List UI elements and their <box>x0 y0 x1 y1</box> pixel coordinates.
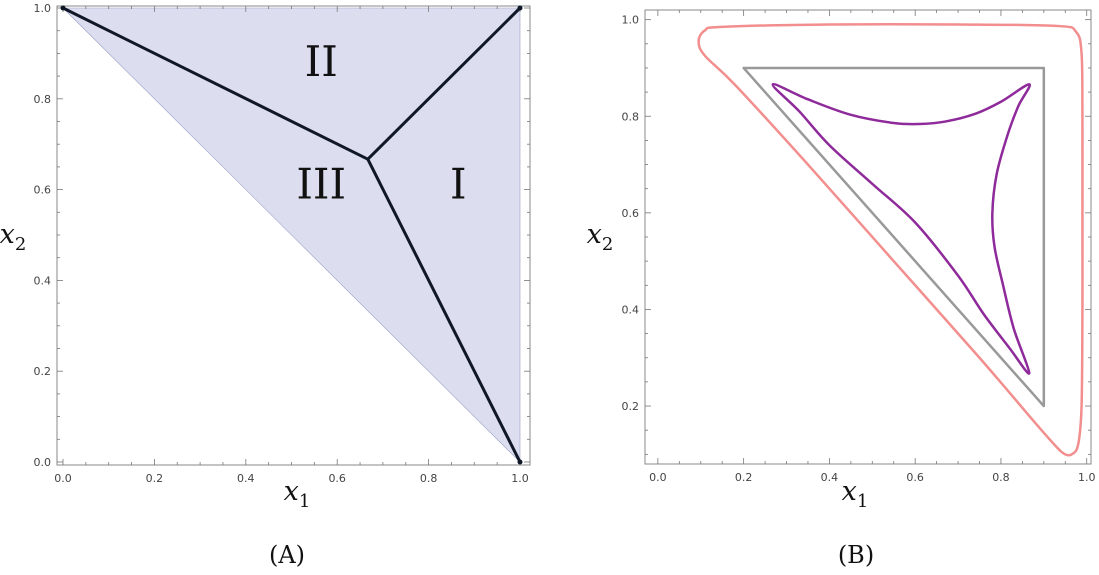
y-tick-label: 0.4 <box>622 303 640 316</box>
x-tick-label: 0.4 <box>237 472 255 485</box>
x-axis-label: x1 <box>284 476 311 512</box>
y-tick-label: 0.2 <box>34 365 52 378</box>
panel-caption: (B) <box>838 541 874 569</box>
x-tick-label: 0.2 <box>735 471 753 484</box>
x-tick-label: 0.4 <box>821 471 839 484</box>
series-line-0 <box>697 22 1084 457</box>
series-line-2 <box>771 82 1031 375</box>
y-tick-label: 0.2 <box>622 400 640 413</box>
x-tick-label: 0.8 <box>420 472 438 485</box>
x-tick-label: 0.2 <box>146 472 164 485</box>
chart-panel-1: 0.0 0.2 0.4 0.6 0.8 1.0 0.2 0.4 0.6 0.8 1.0 x1 x2 (B) <box>587 9 1096 569</box>
y-tick-label: 0.6 <box>622 207 640 220</box>
y-tick-label: 0.8 <box>622 110 640 123</box>
vertex-point <box>517 459 523 465</box>
x-axis-label: x1 <box>842 476 869 512</box>
series-line-1 <box>366 6 522 161</box>
series-line-1 <box>742 66 1046 408</box>
vertex-point <box>60 5 66 11</box>
x-tick-label: 0.0 <box>649 471 667 484</box>
x-tick-label: 0.6 <box>906 471 924 484</box>
x-tick-label: 0.8 <box>992 471 1010 484</box>
region-label: II <box>305 37 338 86</box>
region-label: I <box>450 160 467 209</box>
region-label: III <box>296 160 346 209</box>
y-tick-label: 0.4 <box>34 274 52 287</box>
x-tick-label: 1.0 <box>511 472 529 485</box>
y-tick-label: 1.0 <box>622 14 640 27</box>
plot-frame <box>56 5 531 466</box>
y-tick-label: 0.0 <box>34 456 52 469</box>
x-tick-label: 0.0 <box>54 472 72 485</box>
y-tick-label: 1.0 <box>34 2 52 15</box>
vertex-point <box>517 5 523 11</box>
series-line-2 <box>366 157 522 464</box>
y-axis-label: x2 <box>0 219 26 255</box>
y-tick-label: 0.8 <box>34 93 52 106</box>
x-tick-label: 0.6 <box>328 472 346 485</box>
y-tick-label: 0.6 <box>34 184 52 197</box>
panel-caption: (A) <box>269 541 305 569</box>
x-tick-label: 1.0 <box>1078 471 1096 484</box>
plot-frame <box>644 9 1092 465</box>
series-line-0 <box>61 6 370 161</box>
y-axis-label: x2 <box>587 219 614 255</box>
